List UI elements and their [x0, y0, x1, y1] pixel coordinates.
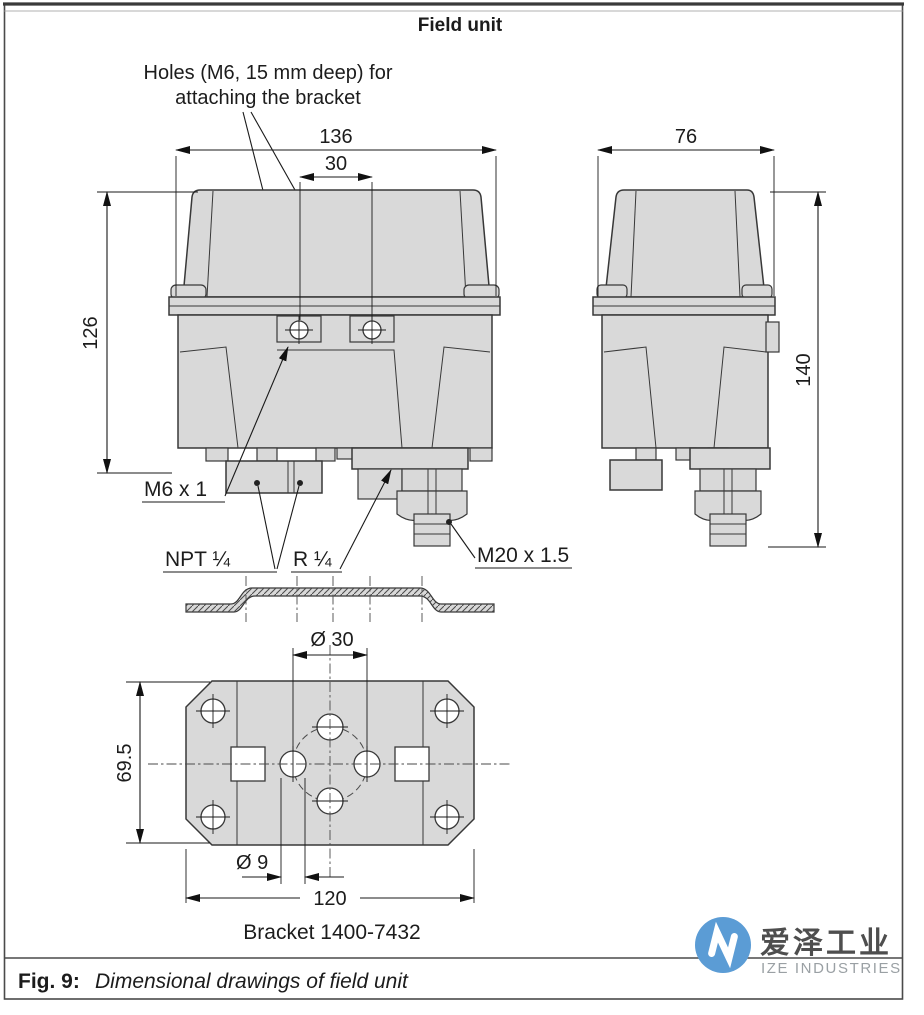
bracket-name: Bracket 1400-7432	[243, 921, 420, 944]
bracket-plan	[148, 645, 512, 880]
npt-port-marker	[254, 480, 260, 486]
watermark-en: IZE INDUSTRIES	[761, 960, 902, 977]
dim-front-height: 126	[80, 316, 102, 349]
dim-bolt-circle: Ø 30	[310, 629, 353, 651]
dim-hole-spacing: 30	[325, 153, 347, 175]
label-r-quarter: R ¼	[293, 548, 332, 571]
label-npt: NPT ¼	[165, 548, 230, 571]
caption-fig-label: Fig. 9:	[18, 970, 80, 993]
watermark-cn: 爱泽工业	[760, 927, 892, 960]
annotation-line2: attaching the bracket	[175, 87, 361, 109]
watermark: 爱泽工业 IZE INDUSTRIES	[695, 917, 902, 977]
m20-marker	[446, 519, 452, 525]
bracket-profile	[185, 576, 495, 622]
npt-port-marker	[297, 480, 303, 486]
dim-side-width: 76	[675, 126, 697, 148]
figure-title: Field unit	[418, 15, 503, 36]
dim-bracket-hole-dia: Ø 9	[236, 852, 268, 874]
bracket-corner-holes	[196, 694, 464, 834]
dim-bracket-height: 69.5	[114, 744, 136, 783]
bracket-dimensions: Ø 30 69.5 Ø 9 120 Bracket 1400-7432	[114, 629, 475, 944]
label-m20: M20 x 1.5	[477, 544, 569, 567]
front-view	[168, 189, 501, 547]
port-labels: M6 x 1 NPT ¼ R ¼ M20 x 1.5	[142, 346, 572, 573]
figure-caption: Fig. 9: Dimensional drawings of field un…	[18, 970, 409, 993]
side-dimensions: 76 140	[597, 126, 826, 548]
caption-text: Dimensional drawings of field unit	[95, 970, 409, 993]
dim-front-width: 136	[319, 126, 352, 148]
dim-side-height: 140	[793, 353, 815, 386]
annotation-line1: Holes (M6, 15 mm deep) for	[144, 62, 393, 84]
ize-logo-icon	[695, 917, 751, 973]
label-m6: M6 x 1	[144, 478, 207, 501]
front-dimensions: 136 30 126	[80, 126, 497, 474]
dim-bracket-width: 120	[313, 888, 346, 910]
figure-frame	[3, 2, 904, 1000]
side-view	[592, 189, 780, 547]
holes-annotation: Holes (M6, 15 mm deep) for attaching the…	[144, 62, 393, 325]
